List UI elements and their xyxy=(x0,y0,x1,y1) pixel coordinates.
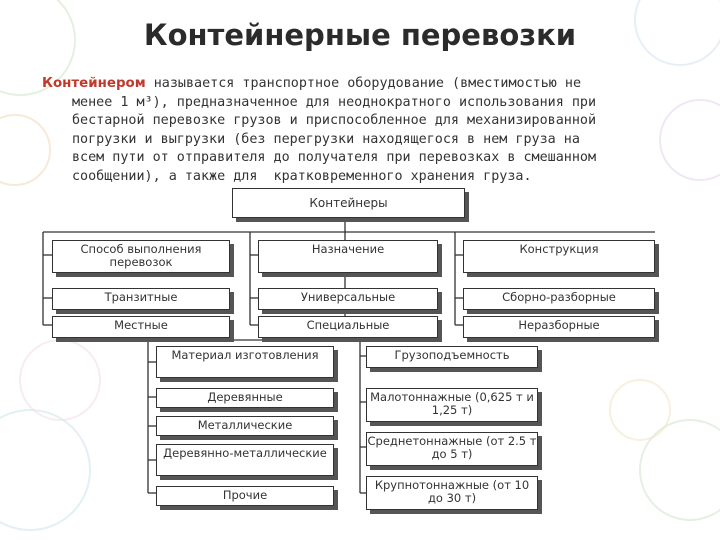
capacity-header-node: Грузоподъемность xyxy=(366,346,538,368)
definition-line: сообщении), а также для кратковременного… xyxy=(72,168,532,184)
capacity-item-node: Малотоннажные (0,625 т и 1,25 т) xyxy=(366,388,538,422)
material-item-node: Деревянно-металлические xyxy=(156,444,334,476)
material-item-node: Деревянные xyxy=(156,388,334,408)
capacity-item-node: Среднетоннажные (от 2.5 т до 5 т) xyxy=(366,432,538,466)
col3-item-node: Неразборные xyxy=(463,316,655,338)
material-item-node: Прочие xyxy=(156,486,334,506)
col1-item-node: Транзитные xyxy=(52,288,230,310)
col2-item-node: Универсальные xyxy=(258,288,438,310)
material-header-node: Материал изготовления xyxy=(156,346,334,378)
diagram-root-node: Контейнеры xyxy=(232,188,465,218)
definition-line: бестарной перевозке грузов и приспособле… xyxy=(72,113,597,129)
definition-line: погрузки и выгрузки (без перегрузки нахо… xyxy=(72,131,580,147)
col3-header-node: Конструкция xyxy=(463,240,655,273)
col1-header-node: Способ выполнения перевозок xyxy=(52,240,230,273)
definition-line: Контейнером называется транспортное обор… xyxy=(42,75,702,94)
definition-line: менее 1 м³), предназначенное для неоднок… xyxy=(72,94,597,110)
col1-item-node: Местные xyxy=(52,316,230,338)
page-title: Контейнерные перевозки xyxy=(143,18,577,52)
definition-paragraph: Контейнером называется транспортное обор… xyxy=(42,75,702,187)
definition-term: Контейнером xyxy=(42,76,146,91)
col2-header-node: Назначение xyxy=(258,240,438,273)
definition-line: всем пути от отправителя до получателя п… xyxy=(72,150,597,166)
capacity-item-node: Крупнотоннажные (от 10 до 30 т) xyxy=(366,476,538,510)
definition-text: называется транспортное оборудование (вм… xyxy=(145,76,582,91)
col2-item-node: Специальные xyxy=(258,316,438,338)
col3-item-node: Сборно-разборные xyxy=(463,288,655,310)
material-item-node: Металлические xyxy=(156,416,334,436)
